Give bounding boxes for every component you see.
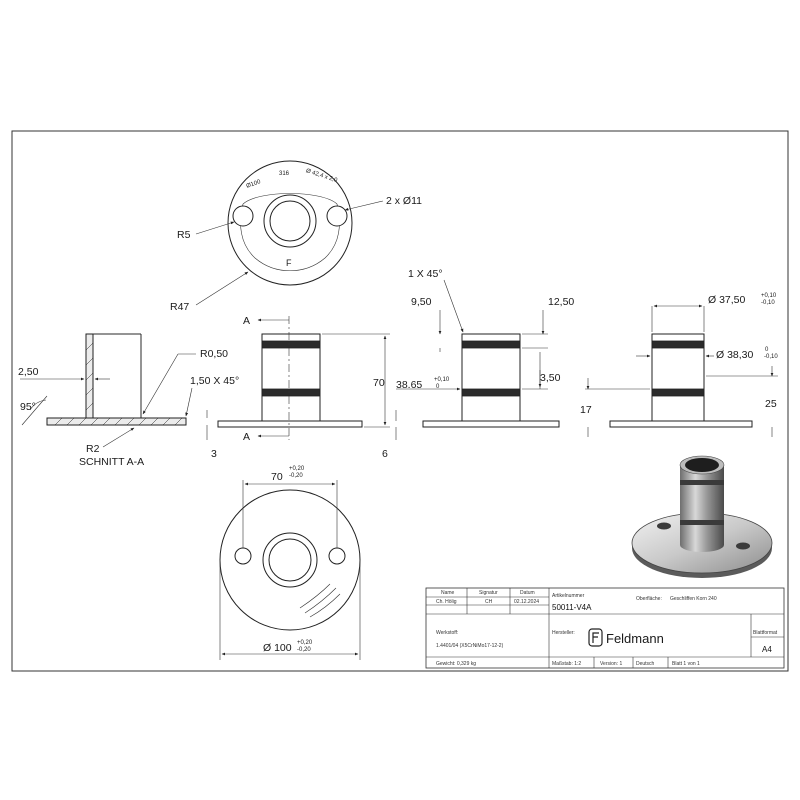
- tol-3750-lo: -0,10: [761, 300, 775, 306]
- dim-r47: R47: [170, 301, 189, 313]
- feldmann-logo: Feldmann: [588, 628, 664, 647]
- tb-scale: Maßstab: 1:2: [552, 661, 581, 667]
- tb-signature: CH: [485, 599, 493, 605]
- tb-label-format: Blattformat: [753, 630, 778, 636]
- elevation-middle: 1 X 45° 9,50 12,50 3,50 38.65 +0,10 0 6: [382, 268, 574, 460]
- dim-25: 25: [765, 398, 777, 410]
- sheet-frame: [11, 130, 789, 672]
- tb-article: 50011-V4A: [552, 603, 592, 612]
- dim-350: 3,50: [540, 372, 561, 384]
- tb-language: Deutsch: [636, 661, 655, 667]
- dim-70-holes: 70: [271, 471, 283, 483]
- tol-70-lo: -0,20: [289, 473, 303, 479]
- dim-1250: 12,50: [548, 296, 574, 308]
- elevation-right: Ø 37,50 +0,10 -0,10 Ø 38,30 0 -0,10 17 2…: [580, 293, 778, 437]
- logo-letter: F: [286, 258, 292, 268]
- dim-17: 17: [580, 404, 592, 416]
- tol-70-up: +0,20: [289, 466, 305, 472]
- tb-surface: Geschliffen Korn 240: [670, 596, 717, 602]
- engraving-dia: Ø100: [246, 179, 262, 190]
- tb-date: 02.12.2024: [514, 599, 539, 605]
- dia-3830: Ø 38,30: [716, 349, 754, 361]
- tol-100-lo: -0,20: [297, 647, 311, 653]
- tb-label-article: Artikelnummer: [552, 593, 585, 599]
- dim-r5: R5: [177, 229, 191, 241]
- engraving-material: 316: [279, 171, 290, 177]
- tol-3750-up: +0,10: [761, 293, 777, 299]
- tb-version: Version: 1: [600, 661, 622, 667]
- dim-3: 3: [211, 448, 217, 460]
- tb-weight: Gewicht: 0,329 kg: [436, 661, 476, 667]
- plan-view-top: Ø100 316 Ø 42,4 x 2,0 F R5 2 x Ø11 R47: [170, 160, 422, 313]
- dia-100: Ø 100: [263, 642, 292, 654]
- tb-material: 1.4401/04 (X5CrNiMo17-12-2): [436, 643, 504, 649]
- dim-r2: R2: [86, 443, 100, 455]
- dia-3865: 38.65: [396, 379, 422, 391]
- elevation-cut: A A 70: [217, 315, 390, 443]
- tb-header-name: Name: [441, 590, 455, 596]
- section-title: SCHNITT A-A: [79, 456, 144, 468]
- brand-name: Feldmann: [606, 631, 664, 646]
- tb-name: Ch. Hölig: [436, 599, 457, 605]
- dim-250: 2,50: [18, 366, 39, 378]
- dim-chamfer-1x45: 1 X 45°: [408, 268, 443, 280]
- tol-3830-up: 0: [765, 347, 769, 353]
- tb-format: A4: [762, 645, 772, 654]
- tb-label-material: Werkstoff:: [436, 630, 458, 636]
- dim-chamfer-150: 1,50 X 45°: [190, 375, 239, 387]
- tol-3865-up: +0,10: [434, 377, 450, 383]
- cut-a-top: A: [243, 315, 250, 327]
- angle-95: 95°: [20, 401, 36, 413]
- dim-6: 6: [382, 448, 388, 460]
- cut-a-bottom: A: [243, 431, 250, 443]
- dim-holes: 2 x Ø11: [386, 195, 422, 207]
- tb-header-date: Datum: [520, 590, 535, 596]
- dim-r050: R0,50: [200, 348, 228, 360]
- title-block: Name Signatur Datum Ch. Hölig CH 02.12.2…: [425, 587, 785, 669]
- plan-view-bottom: 70 +0,20 -0,20 Ø 100 +0,20 -0,20: [219, 466, 361, 660]
- dim-950: 9,50: [411, 296, 432, 308]
- tb-sheet: Blatt 1 von 1: [672, 661, 700, 667]
- iso-render: [631, 455, 773, 578]
- tol-3865-lo: 0: [436, 384, 440, 390]
- tb-label-maker: Hersteller:: [552, 630, 575, 636]
- tb-header-signature: Signatur: [479, 590, 498, 596]
- section-view: 2,50 R0,50 1,50 X 45° 95° R2 SCHNITT A-A…: [18, 333, 239, 468]
- dim-70-height: 70: [373, 377, 385, 389]
- tol-3830-lo: -0,10: [764, 354, 778, 360]
- tol-100-up: +0,20: [297, 640, 313, 646]
- tb-label-surface: Oberfläche:: [636, 596, 662, 602]
- dia-3750: Ø 37,50: [708, 294, 746, 306]
